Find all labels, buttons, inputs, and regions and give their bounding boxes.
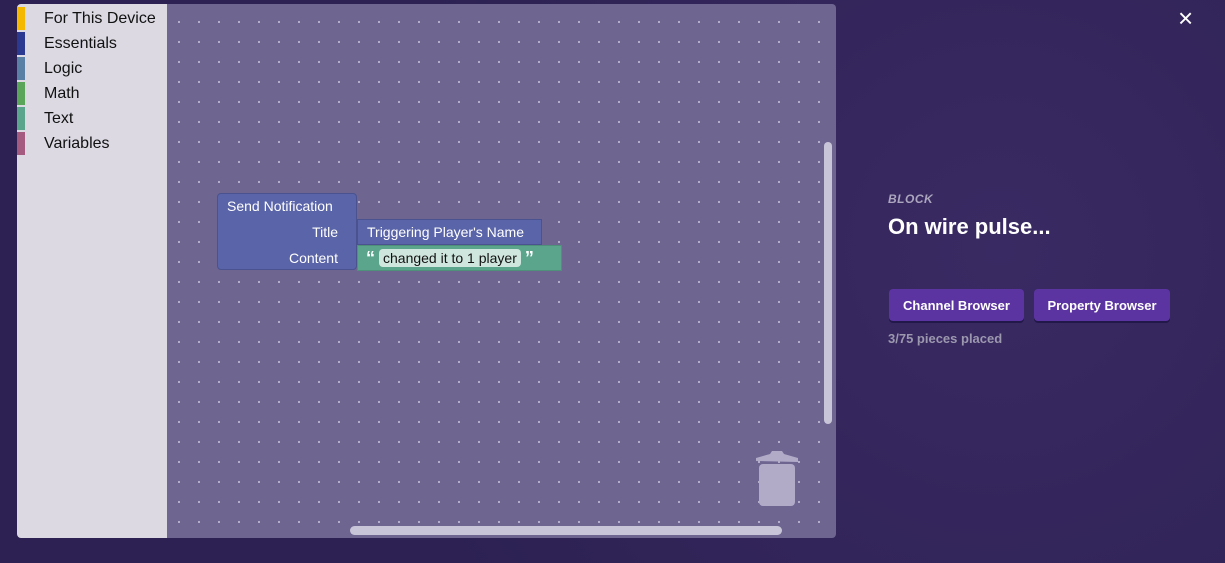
category-color-swatch bbox=[17, 82, 25, 105]
vertical-scrollbar[interactable] bbox=[824, 142, 832, 424]
channel-browser-button[interactable]: Channel Browser bbox=[889, 289, 1024, 321]
category-label: Math bbox=[44, 84, 80, 102]
category-color-swatch bbox=[17, 107, 25, 130]
horizontal-scrollbar[interactable] bbox=[350, 526, 782, 535]
block-type-label: BLOCK bbox=[888, 192, 934, 206]
title-label: Title bbox=[312, 224, 338, 240]
close-quote-icon: ” bbox=[524, 248, 534, 268]
category-color-swatch bbox=[17, 7, 25, 30]
pieces-placed-count: 3/75 pieces placed bbox=[888, 331, 1003, 346]
title-value: Triggering Player's Name bbox=[367, 224, 524, 240]
close-icon[interactable]: × bbox=[1178, 3, 1194, 33]
category-color-swatch bbox=[17, 57, 25, 80]
category-math[interactable]: Math bbox=[17, 81, 167, 106]
content-value-field[interactable]: changed it to 1 player bbox=[379, 249, 521, 267]
category-for-this-device[interactable]: For This Device bbox=[17, 6, 167, 31]
category-label: Essentials bbox=[44, 34, 117, 52]
block-name: Send Notification bbox=[227, 198, 333, 214]
category-text[interactable]: Text bbox=[17, 106, 167, 131]
category-color-swatch bbox=[17, 132, 25, 155]
trash-icon[interactable] bbox=[756, 448, 800, 513]
category-label: Text bbox=[44, 109, 74, 127]
category-label: Logic bbox=[44, 59, 83, 77]
block-title: On wire pulse... bbox=[888, 214, 1051, 239]
category-label: For This Device bbox=[44, 9, 156, 27]
category-variables[interactable]: Variables bbox=[17, 131, 167, 156]
text-block[interactable]: “ changed it to 1 player ” bbox=[357, 245, 562, 271]
send-notification-block[interactable]: Send Notification Title Content bbox=[217, 193, 357, 270]
triggering-player-name-block[interactable]: Triggering Player's Name bbox=[357, 219, 542, 245]
open-quote-icon: “ bbox=[366, 248, 375, 268]
workspace[interactable]: Send Notification Title Content Triggeri… bbox=[167, 4, 836, 538]
category-essentials[interactable]: Essentials bbox=[17, 31, 167, 56]
category-color-swatch bbox=[17, 32, 25, 55]
category-logic[interactable]: Logic bbox=[17, 56, 167, 81]
property-browser-button[interactable]: Property Browser bbox=[1034, 289, 1170, 321]
category-label: Variables bbox=[44, 134, 110, 152]
block-info-panel: BLOCK On wire pulse... Channel Browser P… bbox=[888, 192, 1170, 346]
content-label: Content bbox=[288, 250, 338, 266]
